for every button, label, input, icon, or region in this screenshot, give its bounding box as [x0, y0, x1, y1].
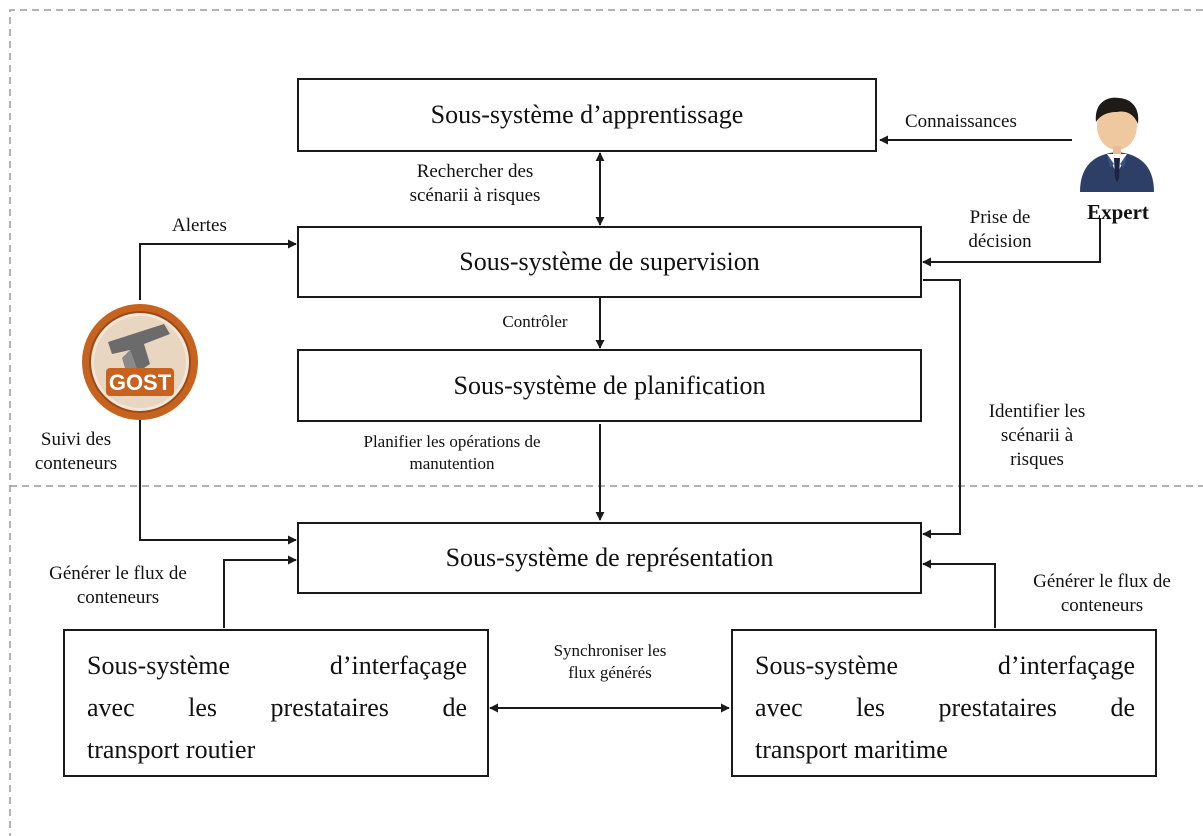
label-controler: Contrôler [470, 311, 600, 333]
label-identifier-line-1: Identifier les [988, 401, 1086, 422]
label-identifier: Identifier les scénarii à risques [962, 400, 1112, 472]
box-representation-title: Sous-système de représentation [445, 543, 774, 572]
arrow-generer-flux-routier [223, 555, 297, 628]
label-alertes-text: Alertes [172, 215, 227, 236]
box-interface-maritime-line-3: transport maritime [755, 735, 948, 764]
label-suivi-line-2: conteneurs [34, 453, 118, 474]
label-planifier: Planifier les opérations de manutention [312, 431, 592, 475]
label-identifier-line-3: risques [1010, 449, 1064, 470]
label-rechercher-line-1: Rechercher des [416, 161, 534, 182]
box-interface-routier-line-3: transport routier [87, 735, 256, 764]
label-planifier-line-2: manutention [409, 454, 495, 473]
label-controler-text: Contrôler [502, 312, 568, 331]
label-generer-right-line-2: conteneurs [1060, 595, 1144, 616]
box-interface-routier-line-2: avec les prestataires de [87, 693, 467, 722]
label-suivi-conteneurs: Suivi des conteneurs [16, 428, 136, 476]
label-prise-de-decision: Prise de décision [940, 206, 1060, 254]
box-apprentissage-title: Sous-système d’apprentissage [430, 100, 744, 129]
box-apprentissage: Sous-système d’apprentissage [297, 78, 877, 152]
label-sync-line-1: Synchroniser les [553, 641, 667, 660]
box-planification: Sous-système de planification [297, 349, 922, 422]
expert-label: Expert [1087, 200, 1149, 224]
box-supervision: Sous-système de supervision [297, 226, 922, 298]
label-generer-left-line-2: conteneurs [76, 587, 160, 608]
label-sync-line-2: flux générés [568, 663, 652, 682]
box-interface-maritime: Sous-système d’interfaçage avec les pres… [731, 629, 1157, 777]
label-suivi-line-1: Suivi des [40, 429, 112, 450]
label-rechercher: Rechercher des scénarii à risques [370, 160, 580, 208]
box-supervision-title: Sous-système de supervision [459, 247, 760, 276]
box-representation: Sous-système de représentation [297, 522, 922, 594]
label-generer-left: Générer le flux de conteneurs [18, 562, 218, 610]
box-planification-title: Sous-système de planification [453, 370, 766, 400]
arrow-prise-de-decision [922, 218, 1101, 267]
label-connaissances-text: Connaissances [905, 111, 1017, 132]
label-prise-line-2: décision [968, 231, 1032, 252]
box-interface-maritime-line-1: Sous-système d’interfaçage [755, 651, 1135, 680]
box-interface-maritime-line-2: avec les prestataires de [755, 693, 1135, 722]
arrow-identifier-scenarii [922, 279, 961, 539]
arrow-alertes [139, 239, 297, 300]
gost-logo: GOST [82, 304, 198, 420]
label-synchroniser: Synchroniser les flux générés [520, 640, 700, 684]
label-generer-left-line-1: Générer le flux de [49, 563, 187, 584]
label-connaissances: Connaissances [905, 110, 1017, 134]
arrow-suivi-conteneurs [139, 416, 297, 545]
box-interface-routier-line-1: Sous-système d’interfaçage [87, 651, 467, 680]
label-prise-line-1: Prise de [969, 207, 1031, 228]
label-generer-right: Générer le flux de conteneurs [1004, 570, 1200, 618]
label-rechercher-line-2: scénarii à risques [409, 185, 541, 206]
label-alertes: Alertes [172, 214, 227, 238]
label-planifier-line-1: Planifier les opérations de [363, 432, 541, 451]
box-interface-routier: Sous-système d’interfaçage avec les pres… [63, 629, 489, 777]
gost-logo-text: GOST [109, 370, 172, 395]
upper-zone-frame [9, 9, 1203, 836]
arrow-generer-flux-maritime [922, 559, 996, 628]
label-identifier-line-2: scénarii à [1000, 425, 1074, 446]
expert-avatar-icon [1080, 97, 1154, 192]
label-generer-right-line-1: Générer le flux de [1033, 571, 1171, 592]
